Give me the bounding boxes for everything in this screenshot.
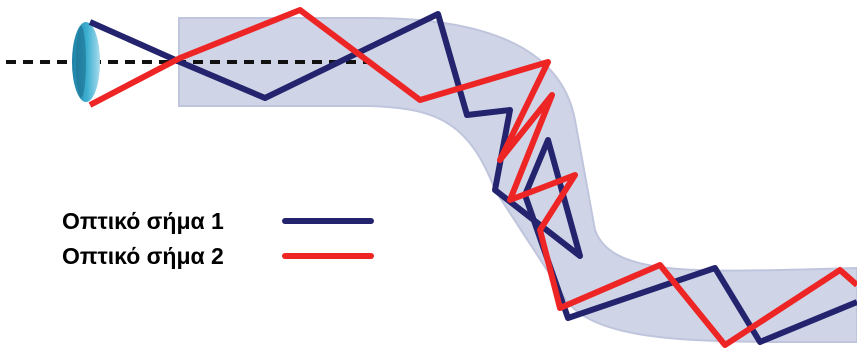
legend-label: Οπτικό σήμα 1	[62, 208, 224, 234]
legend-item-signal-1: Οπτικό σήμα 1	[62, 208, 374, 234]
signal-1-ray	[88, 11, 857, 345]
lens-icon	[72, 22, 100, 102]
signal-2-ray	[88, 7, 857, 348]
legend-item-signal-2: Οπτικό σήμα 2	[62, 243, 374, 269]
legend-label: Οπτικό σήμα 2	[62, 243, 224, 269]
legend: Οπτικό σήμα 1 Οπτικό σήμα 2	[62, 208, 374, 269]
